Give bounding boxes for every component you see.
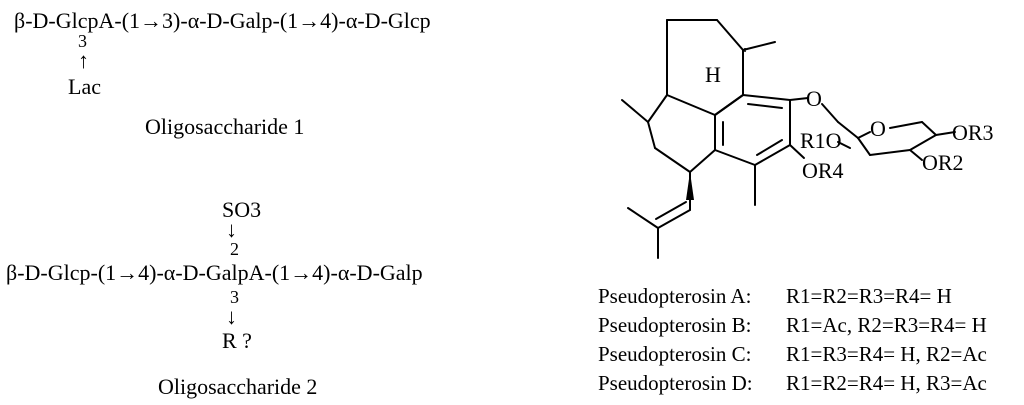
- pseudopterosin-c-name: Pseudopterosin C:: [598, 342, 752, 366]
- pseudopterosin-a-name: Pseudopterosin A:: [598, 284, 752, 308]
- bond: [909, 149, 923, 161]
- bond: [654, 147, 691, 173]
- methyl-bond: [621, 99, 649, 123]
- oligo2-top-arrow: ↓: [226, 217, 237, 242]
- bond: [689, 149, 716, 173]
- bond: [857, 131, 871, 139]
- oligo1-chain: β-D-GlcpA-(1→3)-α-D-Galp-(1→4)-α-D-Glcp: [14, 8, 431, 33]
- double-bond: [756, 139, 783, 156]
- ring-o-label: O: [870, 116, 886, 141]
- or4-label: OR4: [802, 158, 844, 183]
- bond: [647, 94, 668, 123]
- oligo2-bottom-arrow: ↓: [226, 304, 237, 329]
- bond: [909, 134, 937, 151]
- bond: [837, 121, 859, 139]
- oligo2-bottom-position: 3: [230, 287, 239, 307]
- pseudopterosin-b-name: Pseudopterosin B:: [598, 313, 752, 337]
- bond: [714, 149, 756, 166]
- wedge-bond: [686, 172, 694, 200]
- bond: [869, 149, 911, 156]
- bond: [647, 121, 656, 149]
- oligo1-branch-position: 3: [78, 31, 87, 51]
- bond: [935, 131, 956, 136]
- double-bond: [747, 103, 783, 109]
- oligo2-label: Oligosaccharide 2: [158, 374, 318, 399]
- oligo2-bottom-substituent: R ?: [222, 328, 252, 353]
- bond: [821, 103, 839, 123]
- bond: [754, 144, 791, 166]
- or3-label: OR3: [952, 120, 994, 145]
- stereo-h-label: H: [705, 62, 721, 87]
- oligo1-label: Oligosaccharide 1: [145, 114, 305, 139]
- pseudopterosin-a-substituents: R1=R2=R3=R4= H: [786, 284, 952, 308]
- bond: [789, 144, 805, 159]
- double-bond: [655, 201, 687, 220]
- bond: [716, 19, 744, 51]
- bond: [857, 137, 871, 156]
- oligo1-branch-arrow: ↑: [78, 48, 89, 73]
- bond: [742, 94, 791, 101]
- pseudopterosin-d-name: Pseudopterosin D:: [598, 371, 753, 395]
- r1o-label: R1O: [800, 128, 842, 153]
- bond: [921, 121, 937, 136]
- oligo2-chain: β-D-Glcp-(1→4)-α-D-GalpA-(1→4)-α-D-Galp: [6, 260, 423, 285]
- pseudopterosin-c-substituents: R1=R3=R4= H, R2=Ac: [786, 342, 987, 366]
- aryl-o-label: O: [806, 86, 822, 111]
- oligo2-top-position: 2: [230, 239, 239, 259]
- bond: [889, 121, 923, 129]
- bond: [789, 97, 809, 101]
- bond: [837, 141, 851, 149]
- oligo1-branch-substituent: Lac: [68, 74, 101, 99]
- or2-label: OR2: [922, 150, 964, 175]
- bond: [657, 209, 691, 229]
- pseudopterosin-d-substituents: R1=R2=R4= H, R3=Ac: [786, 371, 987, 395]
- methyl-bond: [742, 41, 776, 51]
- bond: [627, 207, 659, 229]
- oligo2-top-substituent: SO3: [222, 197, 262, 222]
- bond: [666, 94, 716, 116]
- pseudopterosin-b-substituents: R1=Ac, R2=R3=R4= H: [786, 313, 987, 337]
- bond: [714, 94, 744, 116]
